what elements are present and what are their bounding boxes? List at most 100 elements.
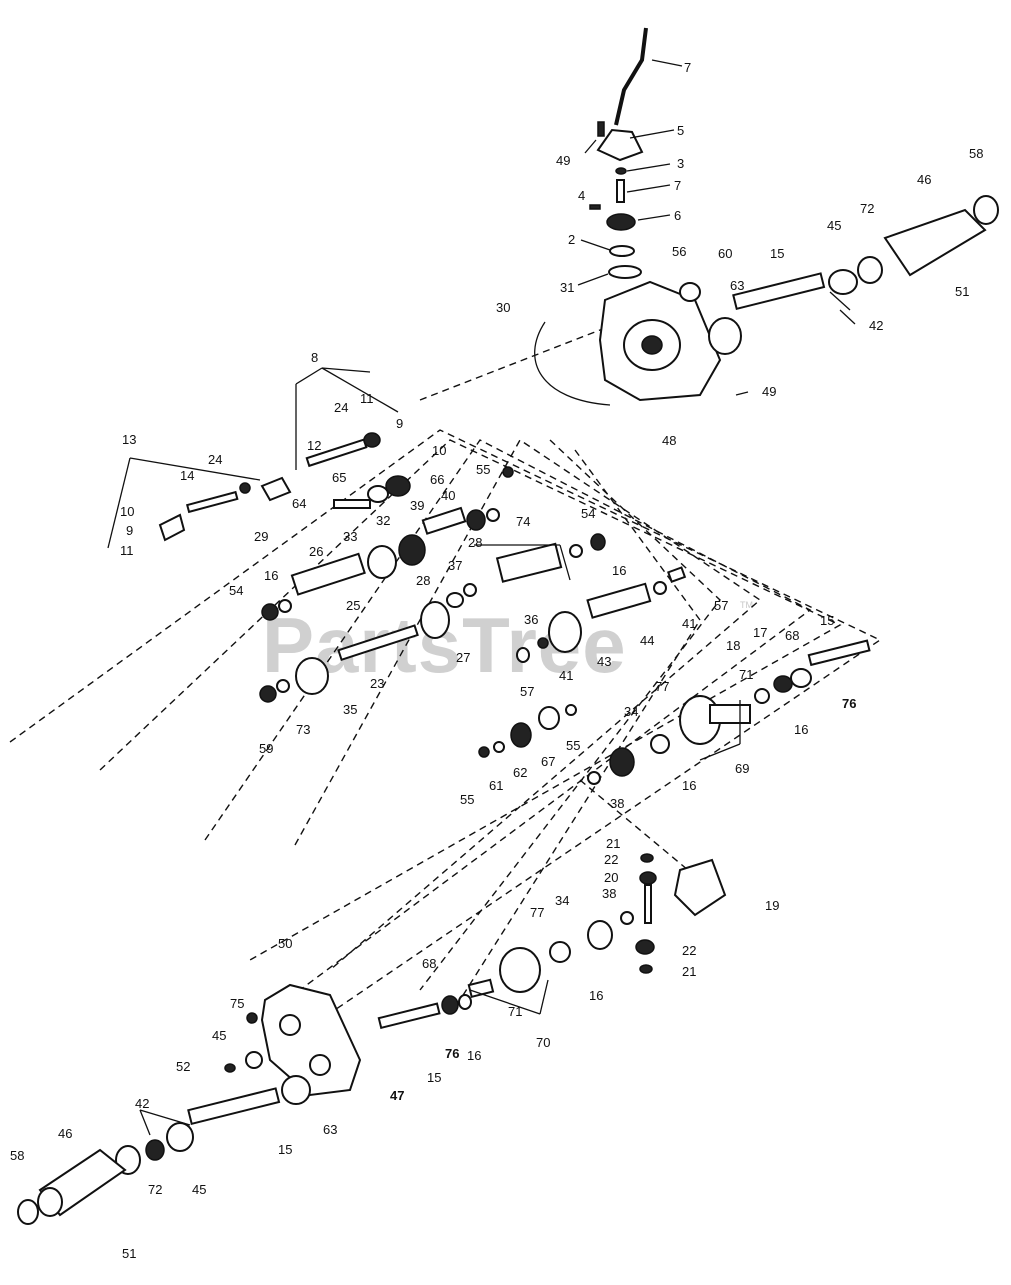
callout-55c: 55	[460, 792, 474, 807]
callout-21b: 21	[682, 964, 696, 979]
callout-60: 60	[718, 246, 732, 261]
callout-42b: 42	[135, 1096, 149, 1111]
callout-16c: 16	[794, 722, 808, 737]
callout-57b: 57	[520, 684, 534, 699]
callout-4: 4	[578, 188, 585, 203]
callout-27: 27	[456, 650, 470, 665]
callout-33: 33	[343, 529, 357, 544]
callout-16b: 16	[612, 563, 626, 578]
callout-7b: 7	[674, 178, 681, 193]
key-part-4	[589, 204, 601, 210]
lower-case-housing	[17, 983, 362, 1225]
callout-65: 65	[332, 470, 346, 485]
callout-68b: 68	[422, 956, 436, 971]
callout-34a: 34	[624, 704, 638, 719]
callout-28b: 28	[416, 573, 430, 588]
watermark-trademark: TM	[740, 600, 753, 610]
callout-38b: 38	[602, 886, 616, 901]
ring-part-72	[857, 256, 883, 284]
callout-45c: 45	[192, 1182, 206, 1197]
callout-24b: 24	[208, 452, 222, 467]
callout-40: 40	[441, 488, 455, 503]
callout-41a: 41	[682, 616, 696, 631]
callout-70: 70	[536, 1035, 550, 1050]
callout-28a: 28	[468, 535, 482, 550]
callout-11b: 11	[120, 543, 134, 558]
callout-23: 23	[370, 676, 384, 691]
callout-66: 66	[430, 472, 444, 487]
callout-7a: 7	[684, 60, 691, 75]
callout-22a: 22	[604, 852, 618, 867]
callout-61: 61	[489, 778, 503, 793]
callout-16d: 16	[682, 778, 696, 793]
axle-housing-part-46	[883, 208, 987, 277]
callout-71b: 71	[508, 1004, 522, 1019]
callout-49b: 49	[762, 384, 776, 399]
callout-25: 25	[346, 598, 360, 613]
callout-11a: 11	[360, 391, 374, 406]
callout-15c: 15	[427, 1070, 441, 1085]
callout-47: 47	[390, 1088, 404, 1103]
callout-62: 62	[513, 765, 527, 780]
callout-8: 8	[311, 350, 318, 365]
callout-46b: 46	[58, 1126, 72, 1141]
callout-22b: 22	[682, 943, 696, 958]
callout-3: 3	[677, 156, 684, 171]
differential-assembly	[377, 639, 871, 1030]
bearing-part-56	[679, 282, 701, 302]
bolt-part-49	[597, 121, 605, 137]
callout-75: 75	[230, 996, 244, 1011]
callout-15d: 15	[278, 1142, 292, 1157]
callout-43: 43	[597, 654, 611, 669]
callout-48: 48	[662, 433, 676, 448]
gear-part-6	[606, 213, 636, 231]
axle-part-15	[732, 272, 826, 311]
callout-15a: 15	[770, 246, 784, 261]
callout-58b: 58	[10, 1148, 24, 1163]
callout-26: 26	[309, 544, 323, 559]
callout-34b: 34	[555, 893, 569, 908]
seal-part-58	[973, 195, 999, 225]
callout-55a: 55	[476, 462, 490, 477]
callout-46a: 46	[917, 172, 931, 187]
callout-10b: 10	[120, 504, 134, 519]
callout-72a: 72	[860, 201, 874, 216]
callout-49a: 49	[556, 153, 570, 168]
callout-16a: 16	[264, 568, 278, 583]
callout-39: 39	[410, 498, 424, 513]
callout-77b: 77	[530, 905, 544, 920]
callout-63b: 63	[323, 1122, 337, 1137]
callout-45a: 45	[827, 218, 841, 233]
callout-59: 59	[259, 741, 273, 756]
callout-9b: 9	[126, 523, 133, 538]
callout-10a: 10	[432, 443, 446, 458]
callout-67: 67	[541, 754, 555, 769]
callout-68a: 68	[785, 628, 799, 643]
callout-30: 30	[496, 300, 510, 315]
callout-6: 6	[674, 208, 681, 223]
callout-51b: 51	[122, 1246, 136, 1261]
callout-38a: 38	[610, 796, 624, 811]
upper-case-housing	[534, 195, 999, 406]
callout-31: 31	[560, 280, 574, 295]
callout-71a: 71	[739, 667, 753, 682]
callout-76b: 76	[445, 1046, 459, 1061]
callout-5: 5	[677, 123, 684, 138]
callout-19: 19	[765, 898, 779, 913]
callout-labels: 7 5 49 3 4 7 6 2 31 56 60 63 15 45 72 46…	[10, 60, 983, 1261]
callout-58a: 58	[969, 146, 983, 161]
callout-72b: 72	[148, 1182, 162, 1197]
washer-part-3	[615, 167, 627, 175]
callout-12: 12	[307, 438, 321, 453]
callout-41b: 41	[559, 668, 573, 683]
callout-14: 14	[180, 468, 194, 483]
callout-29: 29	[254, 529, 268, 544]
callout-24a: 24	[334, 400, 348, 415]
callout-76a: 76	[842, 696, 856, 711]
callout-56: 56	[672, 244, 686, 259]
callout-54b: 54	[581, 506, 595, 521]
callout-37: 37	[448, 558, 462, 573]
callout-17: 17	[753, 625, 767, 640]
pin-part-7	[616, 179, 625, 203]
